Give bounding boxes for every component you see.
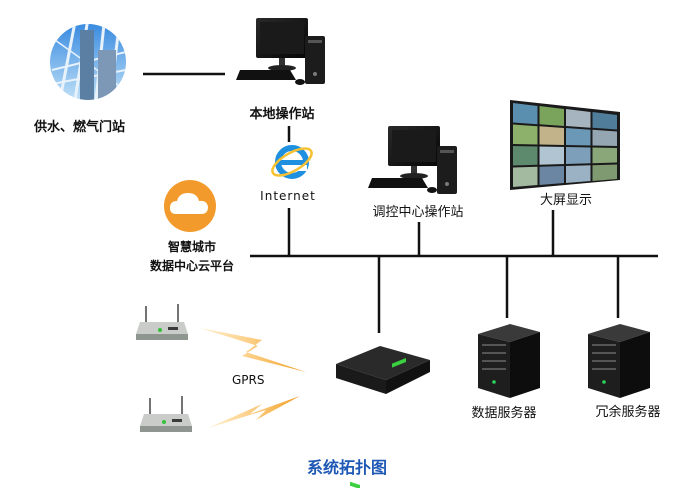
redundant-server-label: 冗余服务器 xyxy=(595,405,661,420)
video-wall-tile xyxy=(539,106,564,126)
video-wall-tile xyxy=(592,129,617,146)
video-wall-tile xyxy=(513,166,538,187)
video-wall-tile xyxy=(566,128,591,146)
redundant-server-rack-icon xyxy=(588,324,650,398)
cloud-platform-label-line2: 数据中心云平台 xyxy=(149,259,235,273)
cloud-icon xyxy=(164,180,216,232)
video-wall-tile xyxy=(539,146,564,165)
internet-explorer-icon xyxy=(271,145,313,179)
video-wall-tile xyxy=(592,147,617,164)
local-station-label: 本地操作站 xyxy=(249,107,315,122)
connection-lines xyxy=(143,72,658,333)
data-server-rack-icon xyxy=(478,324,540,398)
video-wall-tile xyxy=(513,124,538,145)
wireless-router-icon-upper xyxy=(136,304,188,340)
data-server-label: 数据服务器 xyxy=(471,406,537,421)
gprs-label: GPRS xyxy=(232,373,265,387)
network-gateway-icon xyxy=(336,346,430,488)
video-wall-icon xyxy=(510,100,620,190)
video-wall-tile xyxy=(513,103,538,125)
water-gas-station-label: 供水、燃气门站 xyxy=(34,120,126,135)
lightning-signal-icon xyxy=(200,328,306,428)
video-wall-tile xyxy=(566,109,591,128)
local-station-computer-icon xyxy=(236,18,325,85)
video-wall-tile xyxy=(539,166,564,185)
diagram-caption: 系统拓扑图 xyxy=(306,458,388,477)
wireless-router-icon-lower xyxy=(140,396,192,432)
cloud-platform-label-line1: 智慧城市 xyxy=(167,240,217,254)
video-wall-tile xyxy=(592,112,617,130)
video-wall-tile xyxy=(566,147,591,164)
video-wall-tile xyxy=(592,164,617,181)
video-wall-tile xyxy=(513,146,538,166)
dispatch-station-label: 调控中心操作站 xyxy=(372,205,464,220)
internet-label: Internet xyxy=(260,189,316,203)
big-screen-label: 大屏显示 xyxy=(539,193,593,208)
video-wall-tile xyxy=(566,165,591,183)
video-wall-tile xyxy=(539,126,564,145)
industrial-plant-photo-icon xyxy=(50,24,126,100)
dispatch-station-computer-icon xyxy=(368,126,457,194)
